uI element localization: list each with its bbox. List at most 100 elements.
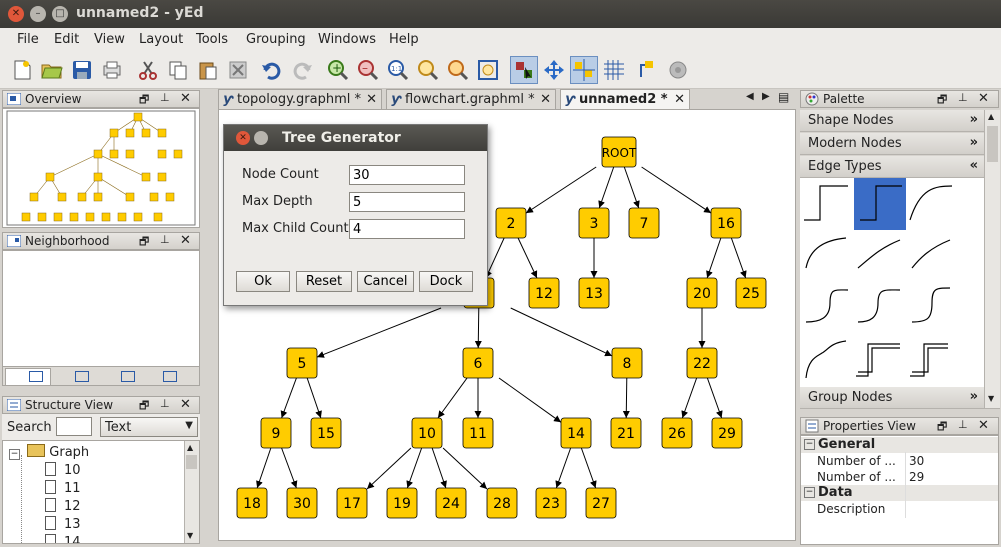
- menu-tools[interactable]: Tools: [196, 32, 229, 47]
- search-input[interactable]: [56, 417, 92, 436]
- tab-list-icon[interactable]: ▤: [778, 90, 790, 104]
- graph-node[interactable]: 5: [286, 347, 318, 379]
- menu-help[interactable]: Help: [389, 32, 419, 47]
- graph-node-box[interactable]: [686, 277, 718, 309]
- graph-node-box[interactable]: [661, 417, 693, 449]
- graph-node-box[interactable]: [711, 417, 743, 449]
- pin-panel-icon[interactable]: ⊥: [160, 233, 170, 246]
- graph-edge[interactable]: [474, 307, 482, 349]
- tab-scroll-left-icon[interactable]: ◀: [746, 91, 754, 102]
- graph-node-box[interactable]: [495, 207, 527, 239]
- cut-icon[interactable]: [134, 56, 162, 84]
- pin-panel-icon[interactable]: ⊥: [958, 418, 968, 431]
- scroll-down-icon[interactable]: ▼: [187, 531, 194, 540]
- graph-node-box[interactable]: [462, 347, 494, 379]
- minimize-window-button[interactable]: –: [30, 6, 46, 22]
- menu-layout[interactable]: Layout: [139, 32, 184, 47]
- graph-node[interactable]: 3: [578, 207, 610, 239]
- tree-item[interactable]: 14: [45, 534, 81, 543]
- data-group[interactable]: − Data: [801, 485, 998, 501]
- float-panel-icon[interactable]: 🗗: [937, 93, 948, 106]
- overview-panel[interactable]: [2, 108, 200, 228]
- scroll-up-icon[interactable]: ▲: [187, 443, 194, 452]
- tree-item[interactable]: 11: [45, 480, 81, 498]
- zoom-fit-icon[interactable]: [414, 56, 442, 84]
- graph-edge[interactable]: [730, 237, 747, 279]
- graph-node[interactable]: 22: [686, 347, 718, 379]
- tree-root[interactable]: − Graph: [9, 444, 89, 462]
- graph-edge[interactable]: [442, 447, 488, 490]
- plugin-icon[interactable]: [664, 56, 692, 84]
- graph-node[interactable]: ROOT: [601, 136, 637, 168]
- float-panel-icon[interactable]: 🗗: [139, 93, 150, 106]
- graph-edge[interactable]: [623, 166, 640, 209]
- graph-node-box[interactable]: [386, 487, 418, 519]
- save-icon[interactable]: [68, 56, 96, 84]
- graph-edge[interactable]: [366, 447, 412, 490]
- close-tab-icon[interactable]: ✕: [366, 92, 377, 107]
- tree-item[interactable]: 13: [45, 516, 81, 534]
- graph-node[interactable]: 29: [711, 417, 743, 449]
- zoom-in-icon[interactable]: +: [324, 56, 352, 84]
- graph-edge[interactable]: [517, 237, 538, 279]
- menu-grouping[interactable]: Grouping: [246, 32, 306, 47]
- tab-unnamed2[interactable]: ƴ unnamed2 * ✕: [560, 89, 690, 109]
- close-panel-icon[interactable]: ✕: [180, 397, 191, 412]
- graph-edge[interactable]: [280, 377, 297, 419]
- menu-windows[interactable]: Windows: [318, 32, 377, 47]
- graph-edge[interactable]: [406, 447, 423, 489]
- paste-icon[interactable]: [194, 56, 222, 84]
- tree-item[interactable]: 12: [45, 498, 81, 516]
- graph-node[interactable]: 28: [486, 487, 518, 519]
- copy-icon[interactable]: [164, 56, 192, 84]
- graph-node-box[interactable]: [286, 487, 318, 519]
- dock-button[interactable]: Dock: [419, 271, 473, 292]
- max-depth-input[interactable]: [349, 192, 465, 212]
- graph-node-box[interactable]: [578, 277, 610, 309]
- neighborhood-tab-2[interactable]: [75, 371, 89, 382]
- scroll-up-icon[interactable]: ▲: [988, 112, 995, 121]
- graph-node-box[interactable]: [411, 417, 443, 449]
- graph-edge[interactable]: [580, 447, 597, 489]
- menu-view[interactable]: View: [94, 32, 125, 47]
- tab-scroll-right-icon[interactable]: ▶: [762, 91, 770, 102]
- graph-edge[interactable]: [281, 447, 298, 489]
- tree-scrollbar[interactable]: ▲ ▼: [184, 441, 199, 543]
- graph-edge[interactable]: [485, 237, 505, 279]
- collapse-icon[interactable]: −: [804, 487, 815, 498]
- graph-node[interactable]: 6: [462, 347, 494, 379]
- graph-node[interactable]: 12: [528, 277, 560, 309]
- close-tab-icon[interactable]: ✕: [540, 92, 551, 107]
- close-window-button[interactable]: ✕: [8, 6, 24, 22]
- palette-section-group-nodes[interactable]: Group Nodes»: [800, 387, 1000, 409]
- graph-node-box[interactable]: [236, 487, 268, 519]
- grid-icon[interactable]: [600, 56, 628, 84]
- graph-node-box[interactable]: [601, 136, 637, 168]
- graph-node-box[interactable]: [578, 207, 610, 239]
- graph-node-box[interactable]: [286, 347, 318, 379]
- max-child-count-input[interactable]: [349, 219, 465, 239]
- graph-node-box[interactable]: [585, 487, 617, 519]
- scrollbar-thumb[interactable]: [186, 455, 197, 469]
- float-panel-icon[interactable]: 🗗: [139, 399, 150, 412]
- undo-icon[interactable]: [258, 56, 286, 84]
- property-value[interactable]: 30: [909, 454, 925, 468]
- orthogonal-edges-icon[interactable]: [632, 56, 660, 84]
- palette-section-edge-types[interactable]: Edge Types«: [800, 156, 1000, 178]
- reset-button[interactable]: Reset: [296, 271, 352, 292]
- graph-node-box[interactable]: [528, 277, 560, 309]
- graph-node-box[interactable]: [486, 487, 518, 519]
- navigate-icon[interactable]: [540, 56, 568, 84]
- graph-node-box[interactable]: [260, 417, 292, 449]
- palette-section-modern-nodes[interactable]: Modern Nodes»: [800, 133, 1000, 155]
- graph-edge[interactable]: [437, 377, 468, 419]
- graph-node-box[interactable]: [611, 347, 643, 379]
- structure-tree[interactable]: − Graph 10 11 12 13 14 ▲ ▼: [2, 440, 200, 544]
- graph-edge[interactable]: [525, 166, 597, 214]
- graph-node-box[interactable]: [628, 207, 660, 239]
- float-panel-icon[interactable]: 🗗: [937, 420, 948, 433]
- graph-node[interactable]: 16: [710, 207, 742, 239]
- fit-content-icon[interactable]: [474, 56, 502, 84]
- graph-edge[interactable]: [256, 447, 272, 489]
- graph-node-box[interactable]: [310, 417, 342, 449]
